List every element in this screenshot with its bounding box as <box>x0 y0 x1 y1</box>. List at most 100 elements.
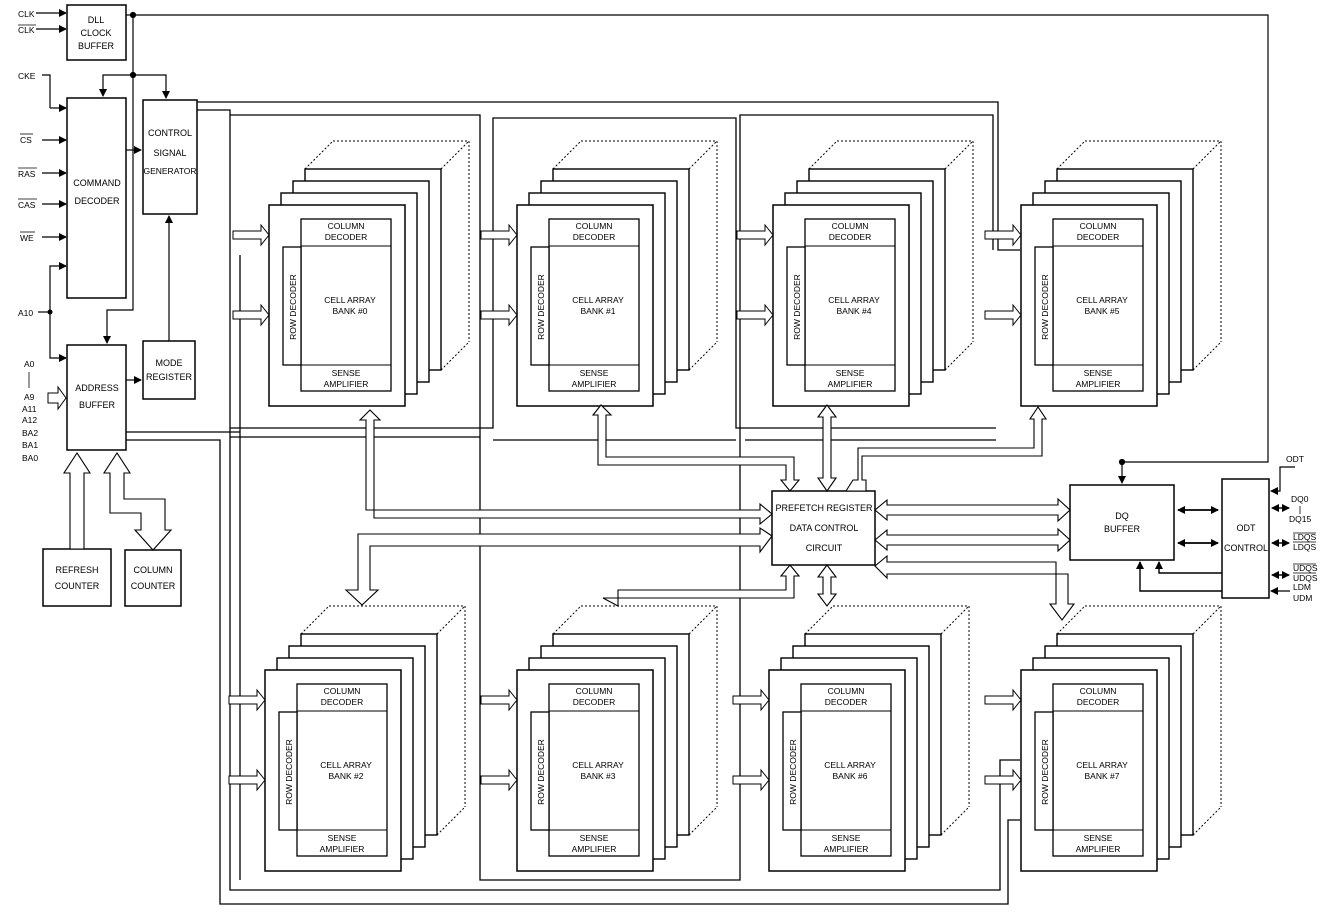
refresh-counter <box>42 548 112 607</box>
bank-number-label: BANK #4 <box>837 306 872 316</box>
pin-ba1: BA1 <box>22 440 38 450</box>
prefetch-line-2: DATA CONTROL <box>790 523 859 533</box>
row-decoder <box>530 711 550 831</box>
cell-array-label: CELL ARRAY <box>572 760 624 770</box>
row-decoder-label: ROW DECODER <box>788 739 798 805</box>
bank-input-arrow <box>984 303 1022 327</box>
row-decoder <box>278 711 298 831</box>
sense-amplifier-label: AMPLIFIER <box>824 844 869 854</box>
pin-ldqs: LDQS <box>1293 532 1316 542</box>
row-decoder-label: ROW DECODER <box>792 274 802 340</box>
pin-cas: CAS <box>18 200 36 210</box>
address-buffer-line-2: BUFFER <box>79 400 116 410</box>
dll-line-2: CLOCK <box>80 28 111 38</box>
control-blocks: DLL CLOCK BUFFER COMMAND DECODER CONTROL… <box>42 4 198 607</box>
sense-amplifier-label: SENSE <box>832 833 861 843</box>
cell-array-label: CELL ARRAY <box>320 760 372 770</box>
row-decoder-label: ROW DECODER <box>284 739 294 805</box>
column-decoder-label: COLUMN <box>576 686 613 696</box>
column-counter <box>124 549 182 607</box>
bank-number-label: BANK #1 <box>581 306 616 316</box>
pin-ldqs-n: LDQS <box>1293 542 1316 552</box>
row-decoder-label: ROW DECODER <box>1040 274 1050 340</box>
column-decoder-label: COLUMN <box>828 686 865 696</box>
column-decoder-label: COLUMN <box>832 221 869 231</box>
bank-input-arrow <box>228 688 266 712</box>
column-decoder-label: DECODER <box>573 232 616 242</box>
pin-a10: A10 <box>18 308 33 318</box>
pin-a9: A9 <box>24 392 35 402</box>
command-decoder <box>66 97 127 299</box>
column-decoder-label: COLUMN <box>328 221 365 231</box>
cell-array-label: CELL ARRAY <box>1076 295 1128 305</box>
data-path: PREFETCH REGISTER DATA CONTROL CIRCUIT D… <box>344 404 1270 621</box>
refresh-counter-line-1: REFRESH <box>55 565 98 575</box>
counter-arrows <box>62 451 173 551</box>
sense-amplifier-label: AMPLIFIER <box>1076 844 1121 854</box>
bank-input-arrow <box>984 688 1022 712</box>
control-wiring <box>99 11 1269 484</box>
bank-control-bus <box>126 101 1020 905</box>
command-decoder-line-1: COMMAND <box>73 178 121 188</box>
sense-amplifier-label: SENSE <box>328 833 357 843</box>
column-decoder-label: COLUMN <box>1080 221 1117 231</box>
bank-input-arrow <box>480 688 518 712</box>
bank-inner <box>300 218 392 392</box>
control-signal-line-1: CONTROL <box>148 128 192 138</box>
address-buffer <box>66 344 127 451</box>
bank-input-arrow <box>984 768 1022 792</box>
pin-we: WE <box>20 233 34 243</box>
bank-inner <box>1052 218 1144 392</box>
refresh-counter-line-2: COUNTER <box>55 581 100 591</box>
pin-ba2: BA2 <box>22 428 38 438</box>
pin-cke: CKE <box>18 71 36 81</box>
bank-input-arrow <box>232 223 270 247</box>
cell-array-label: CELL ARRAY <box>572 295 624 305</box>
bank-input-arrow <box>732 768 770 792</box>
sense-amplifier-label: AMPLIFIER <box>828 379 873 389</box>
column-decoder-label: COLUMN <box>324 686 361 696</box>
column-decoder-label: DECODER <box>325 232 368 242</box>
row-decoder-label: ROW DECODER <box>288 274 298 340</box>
sense-amplifier-label: AMPLIFIER <box>1076 379 1121 389</box>
pin-udqs-n: UDQS <box>1293 573 1318 583</box>
row-decoder <box>782 711 802 831</box>
prefetch-line-1: PREFETCH REGISTER <box>775 503 873 513</box>
pin-a0: A0 <box>24 359 35 369</box>
column-decoder-label: DECODER <box>829 232 872 242</box>
bank-number-label: BANK #2 <box>329 771 364 781</box>
bank-inner <box>548 218 640 392</box>
pin-ras: RAS <box>18 169 36 179</box>
pin-odt: ODT <box>1286 454 1304 464</box>
sense-amplifier-label: AMPLIFIER <box>324 379 369 389</box>
sense-amplifier-label: SENSE <box>332 368 361 378</box>
pin-clk-n: CLK <box>18 25 35 35</box>
cell-array-label: CELL ARRAY <box>824 760 876 770</box>
cell-array-label: CELL ARRAY <box>1076 760 1128 770</box>
pin-udqs: UDQS <box>1293 563 1318 573</box>
sense-amplifier-label: SENSE <box>1084 833 1113 843</box>
pin-ba0: BA0 <box>22 453 38 463</box>
bank-number-label: BANK #7 <box>1085 771 1120 781</box>
pin-a12: A12 <box>22 415 37 425</box>
row-decoder <box>282 246 302 366</box>
column-decoder-label: COLUMN <box>576 221 613 231</box>
mode-register-line-1: MODE <box>156 358 183 368</box>
prefetch-register <box>771 490 876 566</box>
left-pins: CLK CLK CKE CS RAS CAS WE A10 A0 A9 A11 … <box>18 9 67 463</box>
sense-amplifier-label: SENSE <box>580 368 609 378</box>
odt-control <box>1221 478 1270 599</box>
bank-inner <box>804 218 896 392</box>
dq-buffer-line-2: BUFFER <box>1104 524 1141 534</box>
sense-amplifier-label: SENSE <box>580 833 609 843</box>
pin-dq15: DQ15 <box>1289 514 1311 524</box>
